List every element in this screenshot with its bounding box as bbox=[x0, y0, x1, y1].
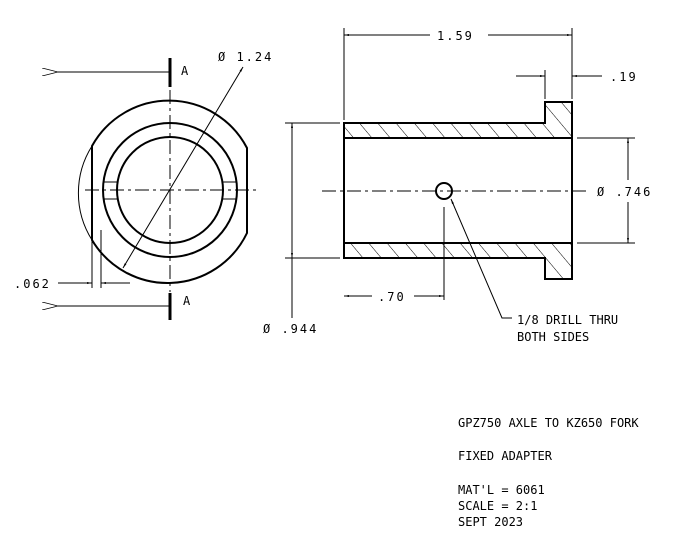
scale: SCALE = 2:1 bbox=[458, 499, 537, 513]
dim-flat: .062 bbox=[14, 277, 51, 291]
section-view: 1.59 .19 Ø .746 Ø .944 .70 1/8 DRILL THR… bbox=[263, 28, 652, 344]
date: SEPT 2023 bbox=[458, 515, 523, 529]
section-label-bottom: A bbox=[183, 294, 191, 308]
dim-outer-diameter: Ø 1.24 bbox=[218, 50, 273, 64]
drawing-title: GPZ750 AXLE TO KZ650 FORK bbox=[458, 416, 639, 430]
material: MAT'L = 6061 bbox=[458, 483, 545, 497]
dim-outer: Ø .944 bbox=[263, 322, 318, 336]
title-block: GPZ750 AXLE TO KZ650 FORK FIXED ADAPTER … bbox=[458, 416, 639, 529]
cross-hole bbox=[435, 182, 453, 200]
drill-note-line2: BOTH SIDES bbox=[517, 330, 589, 344]
drawing-subtitle: FIXED ADAPTER bbox=[458, 449, 553, 463]
end-view: A A Ø 1.24 .062 bbox=[14, 50, 273, 320]
section-label-top: A bbox=[181, 64, 189, 78]
drill-note-line1: 1/8 DRILL THRU bbox=[517, 313, 618, 327]
drill-leader bbox=[450, 198, 512, 319]
dim-flange: .19 bbox=[610, 70, 638, 84]
wall-bottom bbox=[343, 242, 573, 280]
dim-bore: Ø .746 bbox=[597, 185, 652, 199]
diameter-leader bbox=[122, 66, 244, 269]
dim-length: 1.59 bbox=[437, 29, 474, 43]
dim-hole-position: .70 bbox=[378, 290, 406, 304]
wall-top bbox=[343, 101, 573, 139]
phantom-arc bbox=[77, 145, 93, 241]
